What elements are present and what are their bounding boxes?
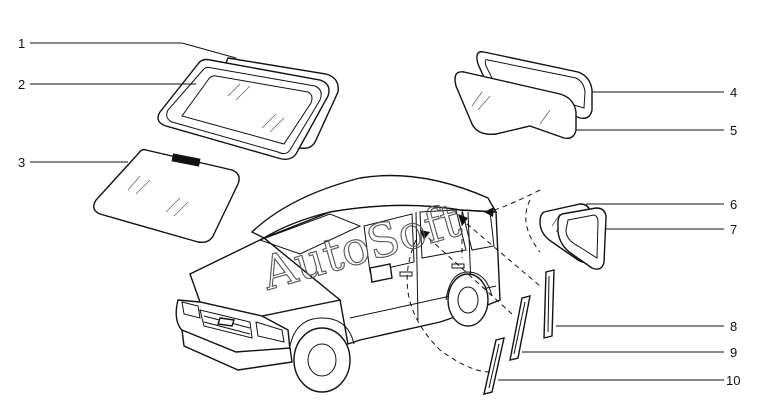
part-5-rear-window-glass — [454, 71, 577, 140]
callout-labels: 1 2 3 4 5 6 7 8 9 10 — [18, 36, 740, 388]
vehicle-body — [175, 174, 501, 393]
callout-4: 4 — [730, 85, 737, 100]
assembly-arrows — [406, 189, 541, 373]
callout-3: 3 — [18, 155, 25, 170]
part-3-windshield-glass — [93, 148, 240, 244]
callout-6: 6 — [730, 197, 737, 212]
callout-8: 8 — [730, 319, 737, 334]
part-2-windshield-seal — [157, 58, 330, 161]
leader-lines — [30, 42, 724, 381]
part-7-quarter-glass-seal — [557, 207, 607, 270]
callout-2: 2 — [18, 77, 25, 92]
callout-9: 9 — [730, 345, 737, 360]
callout-7: 7 — [730, 222, 737, 237]
callout-5: 5 — [730, 123, 737, 138]
part-10-door-strip — [483, 337, 505, 395]
callout-10: 10 — [726, 373, 740, 388]
part-9-door-strip — [509, 295, 531, 361]
callout-1: 1 — [18, 36, 25, 51]
part-8-door-strip — [543, 269, 555, 339]
